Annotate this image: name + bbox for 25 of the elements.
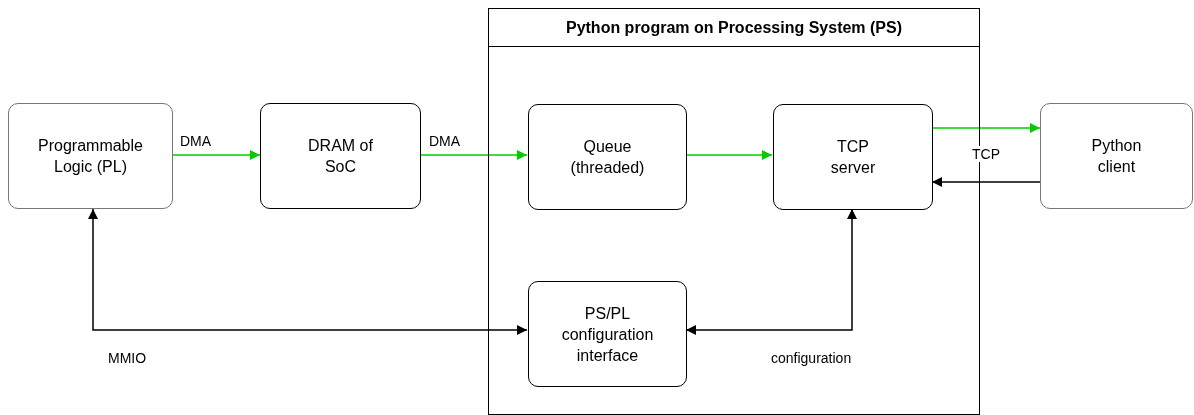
arrow <box>88 208 528 335</box>
node-label: DRAM of SoC <box>307 136 374 177</box>
edge-label: configuration <box>769 350 854 366</box>
edge-label: MMIO <box>106 350 149 366</box>
process-box <box>260 103 421 209</box>
edge-label: DMA <box>427 133 463 149</box>
arrow <box>685 150 773 160</box>
arrow <box>931 177 1041 187</box>
process-box <box>8 103 173 209</box>
node-label: Queue (threaded) <box>569 137 646 178</box>
edge-label: TCP <box>970 146 1002 162</box>
node-label: PS/PL configuration interface <box>560 303 655 366</box>
group-title: Python program on Processing System (PS) <box>489 9 979 47</box>
node-label: TCP server <box>829 137 877 178</box>
process-box <box>528 104 687 210</box>
node-label: Python client <box>1090 136 1143 177</box>
arrow <box>172 150 261 160</box>
process-box <box>528 281 687 387</box>
node-label: Programmable Logic (PL) <box>37 136 144 177</box>
arrow <box>420 150 528 160</box>
arrow <box>685 208 857 335</box>
process-box <box>773 104 933 210</box>
edge-label: DMA <box>178 133 214 149</box>
arrow <box>931 123 1041 133</box>
process-box <box>1040 103 1193 209</box>
